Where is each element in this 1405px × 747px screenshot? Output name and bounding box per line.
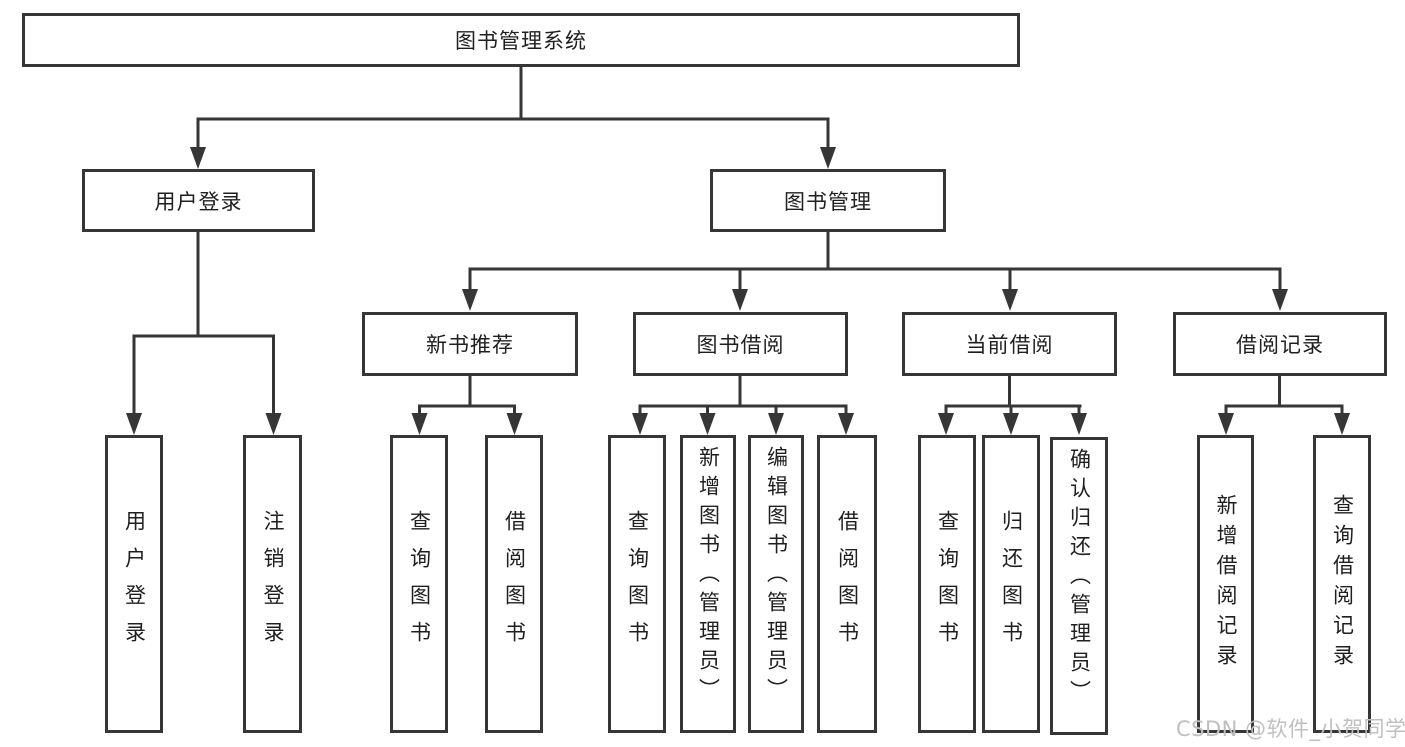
node-current-borrowing: 当前借阅 <box>902 312 1117 376</box>
leaf-label: 查询图书 <box>407 510 432 658</box>
leaf-query-borrowing-record: 查询借阅记录 <box>1313 435 1371 733</box>
leaf-return-books: 归还图书 <box>982 435 1040 733</box>
leaf-label: 归还图书 <box>999 510 1024 658</box>
leaf-label: 用户登录 <box>122 510 147 658</box>
node-new-book-recommendation: 新书推荐 <box>362 312 578 376</box>
leaf-label: 借阅图书 <box>835 510 860 658</box>
leaf-add-book-admin: 新增图书（管理员） <box>680 435 736 733</box>
leaf-query-books-3: 查询图书 <box>918 435 976 733</box>
watermark: CSDN @软件_小贺同学 <box>1176 717 1405 741</box>
leaf-label: 查询图书 <box>625 510 650 658</box>
leaf-borrow-books-2: 借阅图书 <box>817 435 877 733</box>
node-library-system: 图书管理系统 <box>22 13 1020 67</box>
leaf-label: 新增借阅记录 <box>1214 494 1238 674</box>
leaf-label: 确认归还（管理员） <box>1067 448 1092 709</box>
leaf-label: 注销登录 <box>261 510 285 658</box>
leaf-logout: 注销登录 <box>243 435 302 733</box>
leaf-query-books-2: 查询图书 <box>608 435 666 733</box>
leaf-user-login: 用户登录 <box>105 435 163 733</box>
leaf-label: 编辑图书（管理员） <box>764 446 789 707</box>
node-user-login: 用户登录 <box>82 169 315 232</box>
leaf-label: 查询图书 <box>935 510 960 658</box>
node-book-management: 图书管理 <box>710 169 946 232</box>
leaf-edit-book-admin: 编辑图书（管理员） <box>748 435 804 733</box>
leaf-add-borrowing-record: 新增借阅记录 <box>1197 435 1254 733</box>
leaf-label: 查询借阅记录 <box>1330 494 1355 674</box>
leaf-borrow-books-1: 借阅图书 <box>485 435 543 733</box>
leaf-label: 新增图书（管理员） <box>696 446 721 707</box>
node-borrowing-records: 借阅记录 <box>1173 312 1387 376</box>
leaf-confirm-return-admin: 确认归还（管理员） <box>1050 437 1108 735</box>
node-book-borrowing: 图书借阅 <box>633 312 848 376</box>
leaf-query-books-1: 查询图书 <box>390 435 448 733</box>
leaf-label: 借阅图书 <box>502 510 527 658</box>
